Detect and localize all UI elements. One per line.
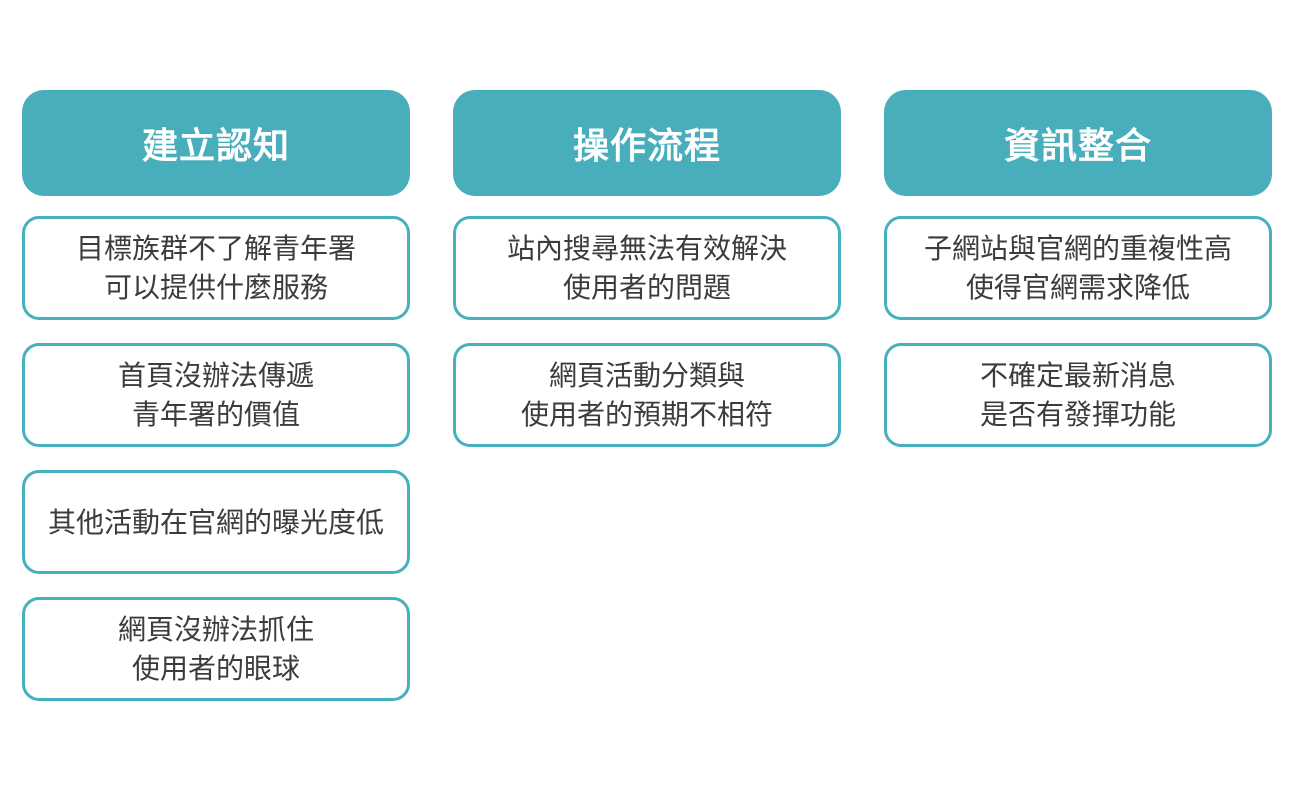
column-information-integration: 資訊整合 子網站與官網的重複性高 使得官網需求降低 不確定最新消息 是否有發揮功… [884, 90, 1272, 470]
category-header-label: 操作流程 [572, 125, 721, 166]
card-text-line: 子網站與官網的重複性高 [923, 233, 1232, 264]
issue-card: 網頁活動分類與 使用者的預期不相符 [453, 343, 841, 447]
issue-card: 網頁沒辦法抓住 使用者的眼球 [22, 597, 410, 701]
card-text-line: 不確定最新消息 [979, 360, 1176, 391]
category-header-build-awareness: 建立認知 [22, 90, 410, 196]
card-text-line: 網頁活動分類與 [548, 360, 745, 391]
category-header-information-integration: 資訊整合 [884, 90, 1272, 196]
card-text-line: 首頁沒辦法傳遞 [117, 360, 314, 391]
card-text-line: 網頁沒辦法抓住 [117, 614, 314, 645]
category-header-operation-flow: 操作流程 [453, 90, 841, 196]
issue-card: 不確定最新消息 是否有發揮功能 [884, 343, 1272, 447]
issue-card: 目標族群不了解青年署 可以提供什麼服務 [22, 216, 410, 320]
affinity-diagram: 建立認知 目標族群不了解青年署 可以提供什麼服務 首頁沒辦法傳遞 青年署的價值 … [22, 90, 1272, 724]
card-text-line: 其他活動在官網的曝光度低 [47, 506, 384, 538]
column-build-awareness: 建立認知 目標族群不了解青年署 可以提供什麼服務 首頁沒辦法傳遞 青年署的價值 … [22, 90, 410, 724]
issue-card: 首頁沒辦法傳遞 青年署的價值 [22, 343, 410, 447]
card-text-line: 使用者的眼球 [131, 653, 300, 684]
issue-card: 站內搜尋無法有效解決 使用者的問題 [453, 216, 841, 320]
issue-card: 子網站與官網的重複性高 使得官網需求降低 [884, 216, 1272, 320]
category-header-label: 資訊整合 [1003, 125, 1152, 166]
column-operation-flow: 操作流程 站內搜尋無法有效解決 使用者的問題 網頁活動分類與 使用者的預期不相符 [453, 90, 841, 470]
card-text-line: 可以提供什麼服務 [103, 272, 328, 303]
card-text-line: 使得官網需求降低 [965, 272, 1190, 303]
card-text-line: 站內搜尋無法有效解決 [506, 233, 787, 264]
card-text-line: 是否有發揮功能 [979, 399, 1176, 430]
card-text-line: 目標族群不了解青年署 [75, 233, 356, 264]
issue-card: 其他活動在官網的曝光度低 [22, 470, 410, 574]
card-text-line: 青年署的價值 [131, 399, 300, 430]
category-header-label: 建立認知 [141, 125, 290, 166]
card-text-line: 使用者的問題 [562, 272, 731, 303]
card-text-line: 使用者的預期不相符 [520, 399, 773, 430]
